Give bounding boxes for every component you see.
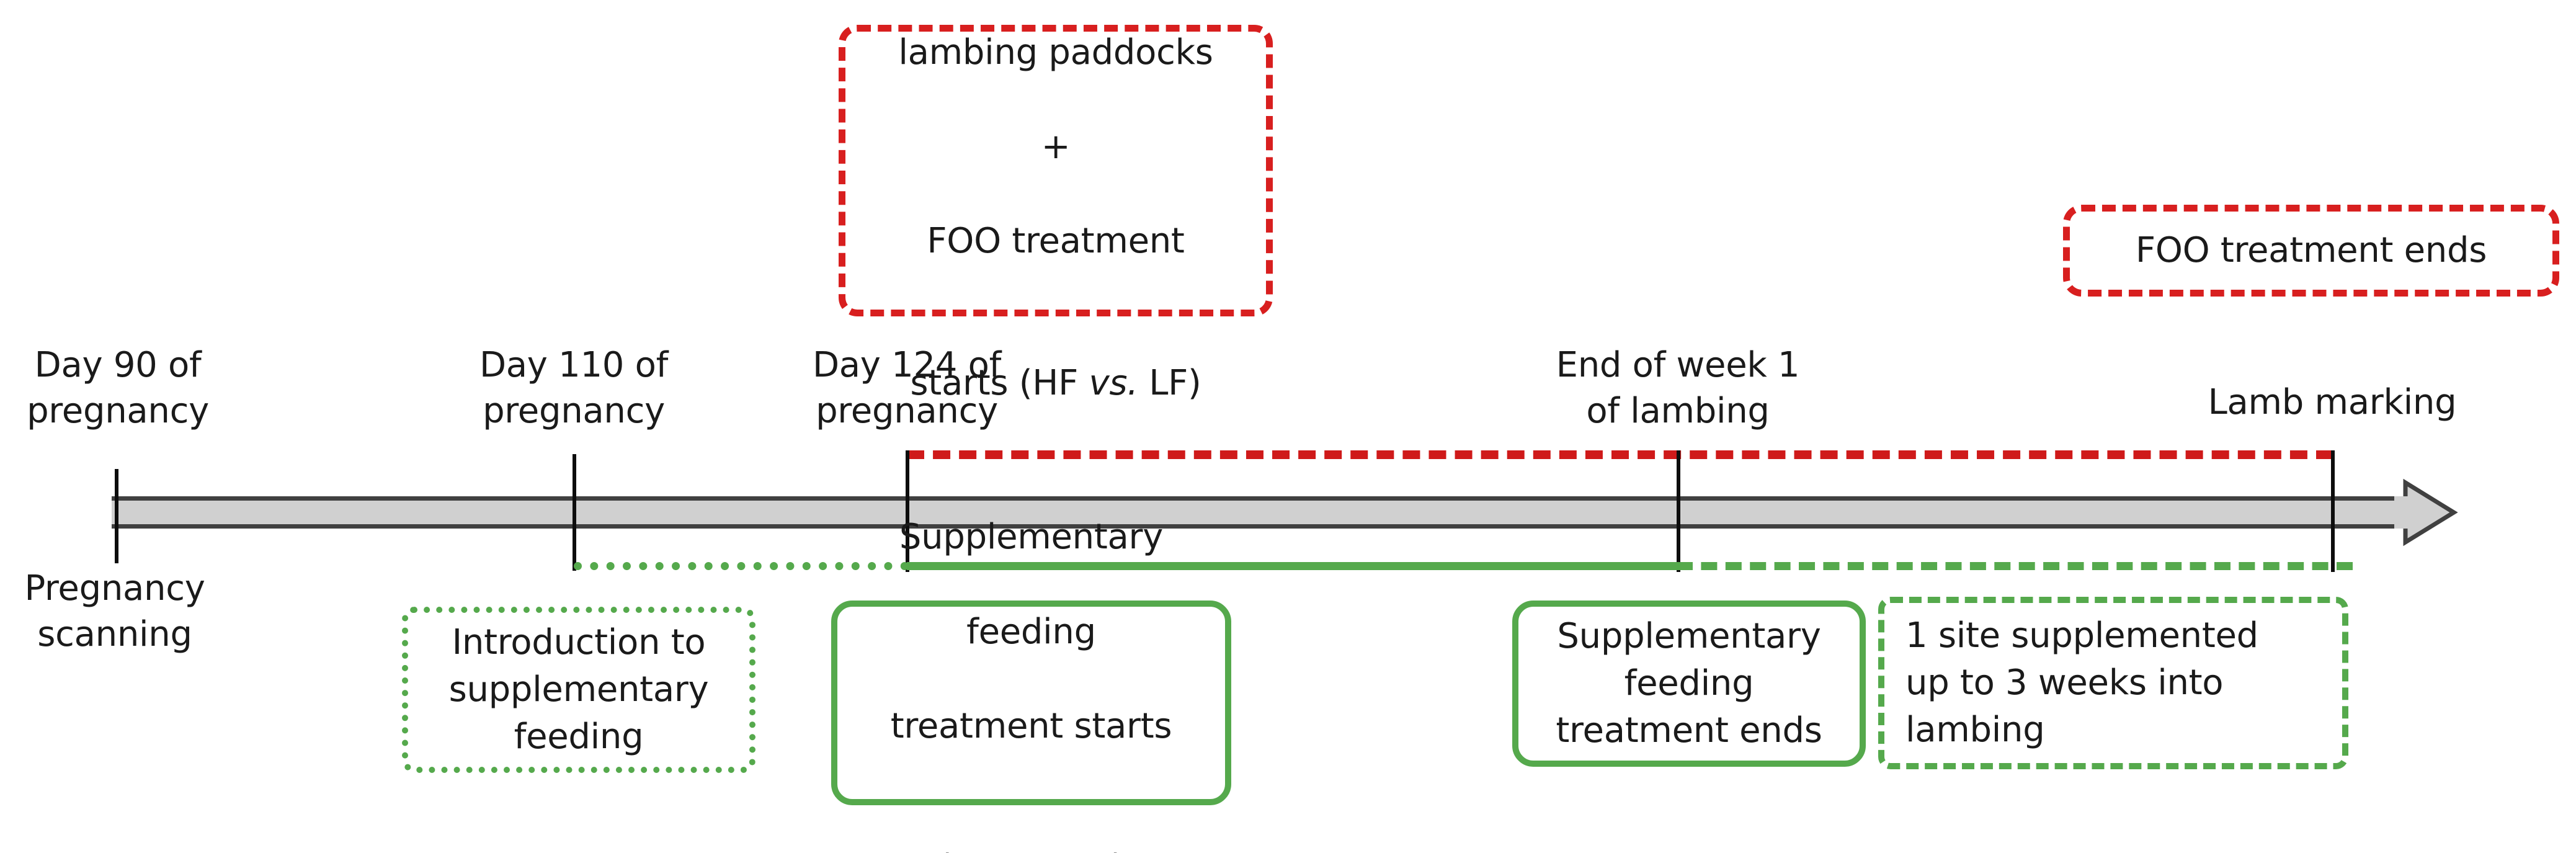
callout-intro-supp-text: Introduction to supplementary feeding [448, 622, 709, 757]
callout-foo-start-line5: starts (HF vs. LF) [857, 312, 1255, 406]
callout-foo-end-text: FOO treatment ends [2135, 230, 2487, 270]
connector-green-introduction-period [574, 562, 909, 570]
connector-green-supplementary-period [907, 562, 1679, 570]
callout-supplementary-feeding-starts: Supplementary feeding treatment starts (… [831, 517, 1231, 853]
label-lamb-marking: Lamb marking [2208, 382, 2457, 422]
connector-red-foo-period [907, 450, 2333, 459]
label-pregnancy-scanning: Pregnancy scanning [24, 568, 205, 654]
supp-start-line2: feeding [966, 611, 1096, 652]
callout-foo-start-plus: + [1041, 126, 1071, 167]
foo-start-pre: starts (HF [910, 362, 1089, 403]
supp-start-pre: (HS [938, 847, 1010, 853]
supp-start-line3: treatment starts [890, 706, 1172, 746]
tick-day-124 [906, 450, 909, 572]
supp-start-line1: Supplementary [899, 517, 1164, 558]
callout-supp-end-text: Supplementary feeding treatment ends [1556, 615, 1822, 751]
label-day-124-of-pregnancy: Day 124 of pregnancy [812, 345, 1002, 431]
connector-green-one-site-extension [1677, 562, 2353, 570]
timeline-arrow-head-outline [2394, 478, 2458, 547]
tick-end-week-1 [1677, 450, 1680, 572]
callout-one-site-supplemented: 1 site supplemented up to 3 weeks into l… [1878, 597, 2348, 769]
supp-start-post: LS) [1059, 847, 1125, 853]
timeline-axis-bar [112, 496, 2407, 529]
callout-foo-start-line4: FOO treatment [927, 221, 1185, 262]
callout-foo-treatment-ends: FOO treatment ends [2063, 205, 2559, 297]
callout-introduction-to-supplementary-feeding: Introduction to supplementary feeding [402, 607, 755, 773]
callout-supplementary-feeding-ends: Supplementary feeding treatment ends [1512, 601, 1866, 767]
tick-day-90 [115, 469, 118, 563]
label-day-110-of-pregnancy: Day 110 of pregnancy [479, 345, 669, 431]
tick-lamb-marking [2331, 450, 2335, 572]
foo-start-vs: vs. [1089, 362, 1139, 403]
label-end-of-week-1-of-lambing: End of week 1 of lambing [1556, 345, 1800, 431]
supp-start-line4: (HS vs. LS) [847, 797, 1215, 853]
supp-start-vs: vs. [1010, 847, 1059, 853]
foo-start-post: LF) [1138, 362, 1201, 403]
label-day-90-of-pregnancy: Day 90 of pregnancy [27, 345, 209, 431]
callout-one-site-text: 1 site supplemented up to 3 weeks into l… [1905, 615, 2258, 751]
callout-foo-treatment-starts: Ewe allocation to lambing paddocks + FOO… [839, 25, 1273, 403]
tick-day-110 [573, 454, 576, 571]
callout-foo-start-line2: lambing paddocks [898, 32, 1213, 73]
